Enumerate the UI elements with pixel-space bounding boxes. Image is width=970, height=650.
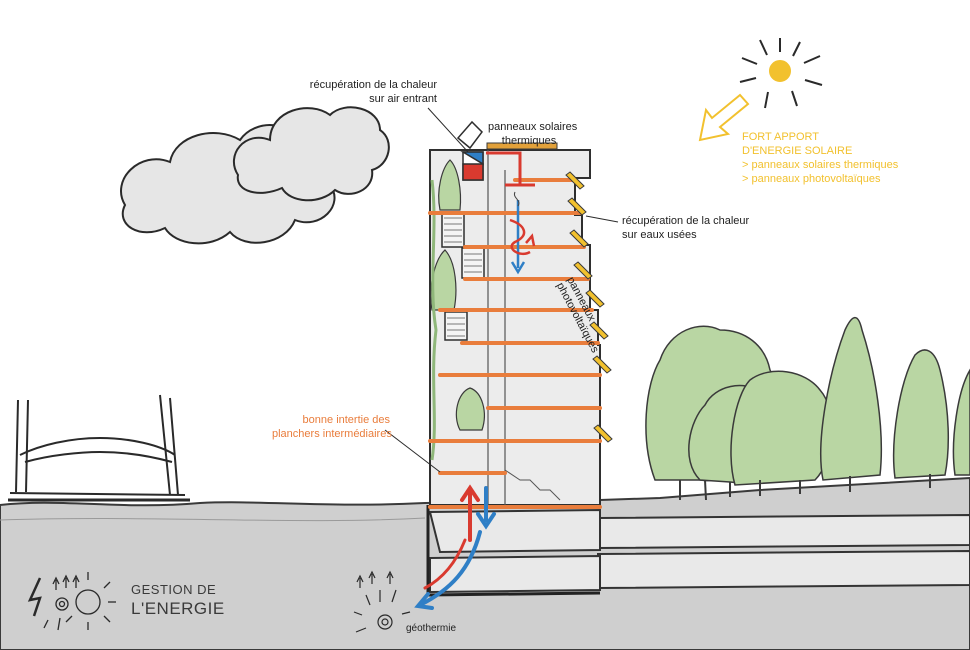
leader-lines <box>384 107 619 473</box>
balcony-hatch <box>444 217 482 337</box>
ground-hatch <box>0 517 426 522</box>
label-floor-inertia: bonne intertie des planchers intermédiai… <box>272 414 392 440</box>
geothermal-arrows <box>414 484 496 610</box>
label-solar-thermal-panels: panneaux solaires thermiques <box>488 121 578 147</box>
sun-icon <box>739 38 823 109</box>
label-geothermal: géothermie <box>406 623 457 634</box>
shelter-structure <box>8 394 190 502</box>
energy-management-title: GESTION DE L'ENERGIE <box>131 582 225 618</box>
label-air-heat-recovery: récupération de la chaleur sur air entra… <box>309 79 437 105</box>
air-recovery-unit <box>456 120 484 181</box>
wastewater-arrows <box>509 191 536 275</box>
roof-pipe <box>486 151 535 187</box>
geothermal-icon <box>353 570 411 633</box>
pv-panels <box>565 171 613 443</box>
vine <box>430 179 438 461</box>
label-wastewater-heat-recovery: récupération de la chaleur sur eaux usée… <box>622 215 750 241</box>
solar-arrow-icon <box>698 93 750 142</box>
trees <box>645 316 970 486</box>
energy-management-icon <box>27 572 116 631</box>
clouds <box>120 106 390 245</box>
roof-solar-thermal-panel <box>486 142 558 150</box>
label-solar-input: FORT APPORT D'ENERGIE SOLAIRE > panneaux… <box>742 131 899 185</box>
floor-slabs <box>428 178 602 509</box>
underground-slabs <box>428 508 970 594</box>
tree-trunks <box>679 474 931 501</box>
facade-vegetation <box>430 159 485 431</box>
